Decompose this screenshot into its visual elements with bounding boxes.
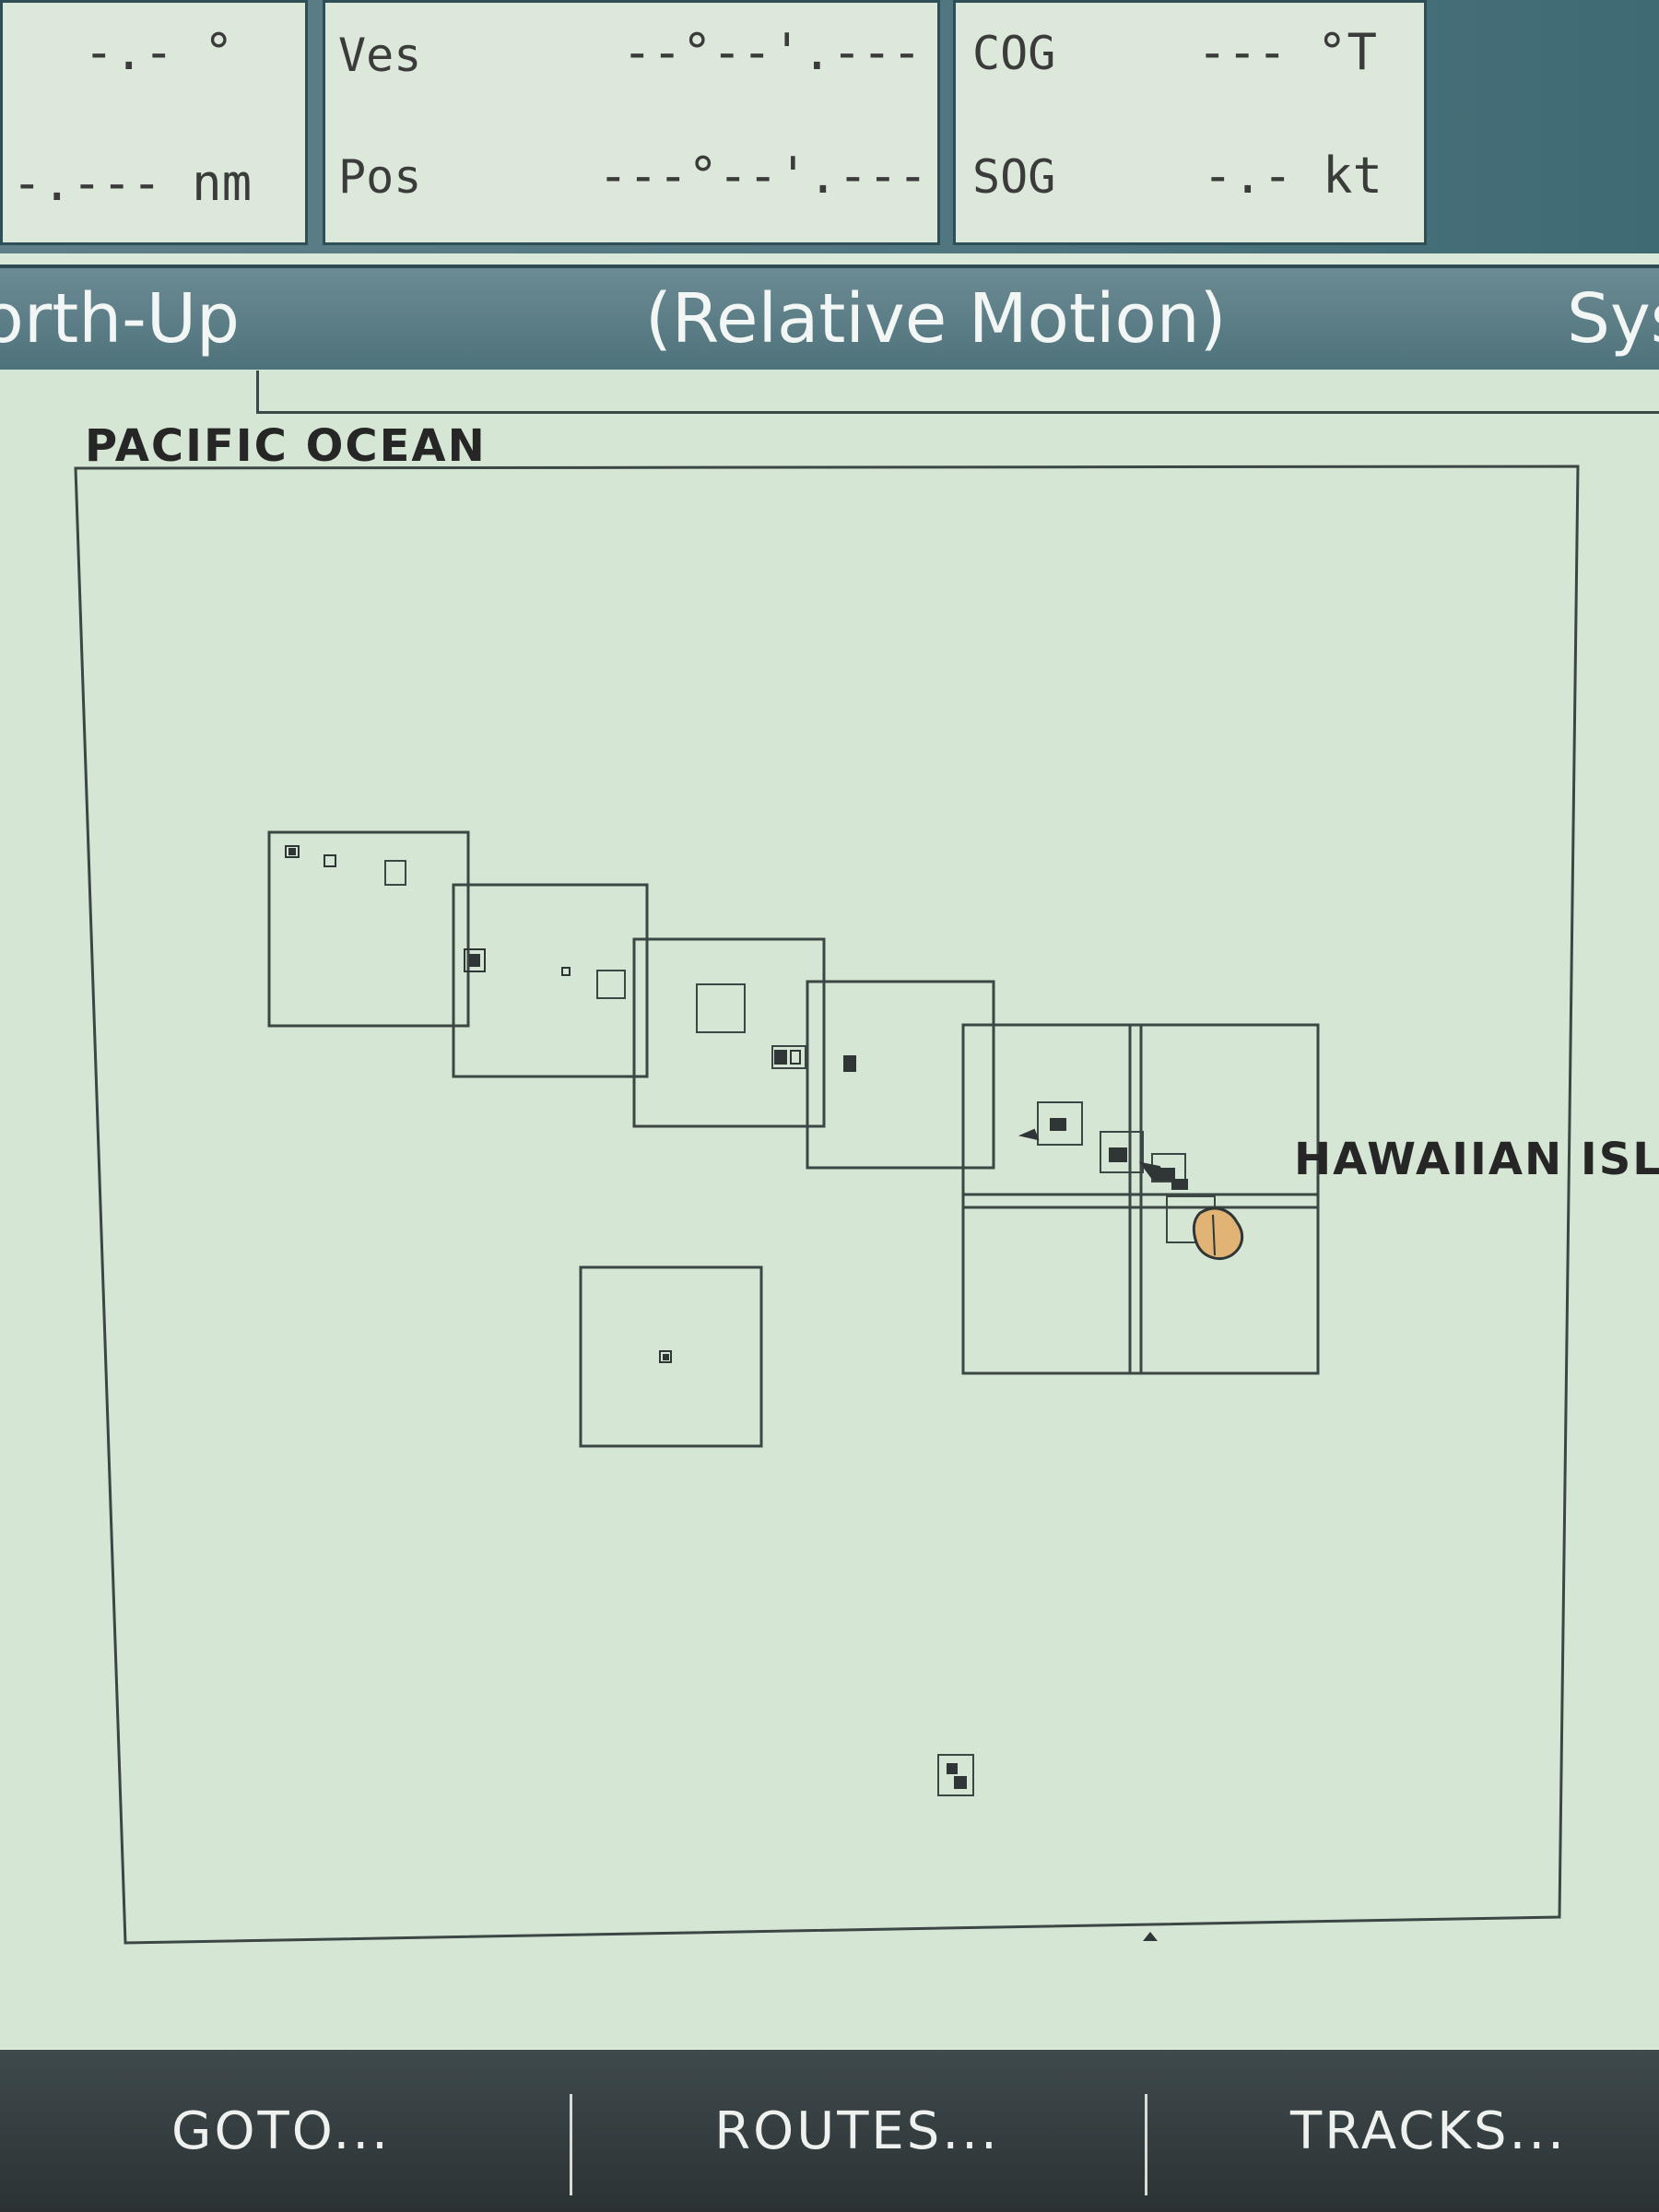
inset-cell	[384, 860, 406, 886]
orientation-mode[interactable]: lorth-Up	[0, 279, 241, 359]
island-marker	[954, 1776, 967, 1789]
inset-cell	[937, 1754, 974, 1796]
routes-button[interactable]: ROUTES...	[714, 2100, 1000, 2161]
motion-mode[interactable]: (Relative Motion)	[645, 279, 1227, 359]
island-marker	[1018, 1128, 1040, 1141]
region-label-pacific: PACIFIC OCEAN	[85, 420, 487, 472]
island-marker	[1171, 1179, 1188, 1190]
island-marker	[285, 845, 300, 858]
bearing-range-panel: -.- ° -.--- nm	[0, 0, 308, 245]
tracks-button[interactable]: TRACKS...	[1290, 2100, 1567, 2161]
chart-cell	[579, 1265, 763, 1448]
island-marker	[774, 1050, 787, 1065]
chart-cell	[632, 937, 826, 1128]
island-marker	[790, 1050, 801, 1065]
vessel-label: Ves	[338, 29, 422, 82]
big-island-landmass	[1192, 1206, 1244, 1260]
island-marker	[469, 954, 480, 967]
position-value: ---°--'.---	[598, 147, 928, 205]
cog-value: --- °T	[1197, 23, 1378, 81]
island-marker	[1109, 1147, 1127, 1162]
inset-cell	[1100, 1131, 1144, 1173]
system-menu-truncated[interactable]: Sys	[1567, 279, 1659, 359]
island-marker	[324, 854, 336, 867]
sog-value: -.- kt	[1203, 147, 1383, 205]
data-panel-bar: -.- ° -.--- nm Ves --°--'.--- Pos ---°--…	[0, 0, 1659, 253]
island-marker	[843, 1055, 856, 1072]
region-label-hawaii: HAWAIIAN ISL	[1294, 1134, 1659, 1185]
island-marker	[1138, 1161, 1167, 1180]
inset-cell	[596, 970, 626, 999]
inset-cell	[1037, 1101, 1083, 1146]
island-marker	[464, 948, 486, 972]
vessel-value: --°--'.---	[622, 23, 923, 81]
chart-cell	[806, 980, 995, 1170]
chart-tab-outline	[256, 371, 1659, 414]
goto-button[interactable]: GOTO...	[171, 2100, 391, 2161]
island-marker	[561, 967, 571, 976]
chart-boundary	[74, 465, 1580, 1945]
bearing-value: -.- °	[84, 23, 234, 81]
vessel-position-panel: Ves --°--'.--- Pos ---°--'.---	[323, 0, 940, 245]
island-marker	[663, 1354, 669, 1360]
boundary-tick	[1143, 1932, 1158, 1941]
inset-cell	[696, 983, 746, 1033]
cog-label: COG	[972, 27, 1056, 80]
chart-cell	[452, 883, 649, 1078]
island-marker	[947, 1763, 958, 1774]
cog-sog-panel: COG --- °T SOG -.- kt	[953, 0, 1427, 245]
position-label: Pos	[338, 150, 422, 204]
chart-cell	[267, 830, 470, 1028]
softkey-divider	[570, 2094, 572, 2195]
inset-cell	[771, 1045, 806, 1069]
island-marker	[659, 1350, 672, 1363]
softkey-bar	[0, 2050, 1659, 2212]
softkey-divider	[1145, 2094, 1147, 2195]
island-marker	[288, 848, 296, 855]
chart-area[interactable]	[0, 370, 1659, 2047]
sog-label: SOG	[972, 150, 1056, 204]
island-marker	[1050, 1118, 1066, 1131]
range-value: -.--- nm	[12, 154, 253, 212]
